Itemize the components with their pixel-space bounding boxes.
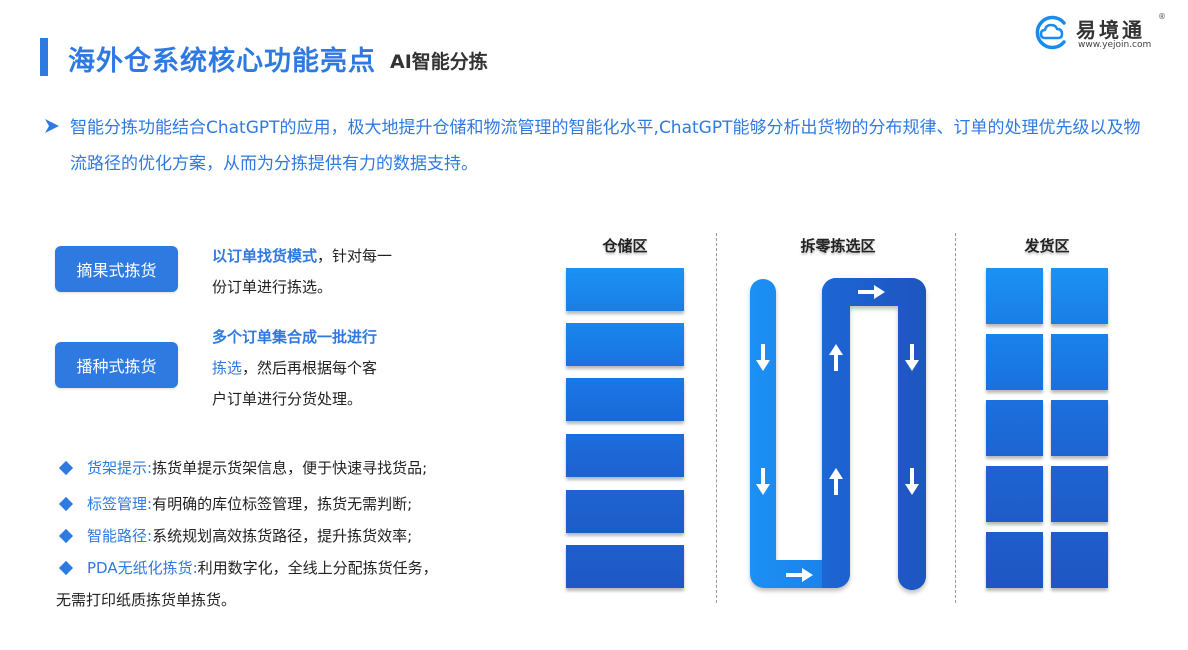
storage-rack [566, 268, 684, 311]
page-title-main: 海外仓系统核心功能亮点 [68, 45, 376, 77]
shipping-bin [986, 400, 1043, 456]
page-title: 海外仓系统核心功能亮点 AI智能分拣 [68, 38, 488, 78]
diamond-bullet-icon [58, 496, 74, 512]
zone-label-picking: 拆零拣选区 [800, 237, 876, 255]
shipping-bin [1051, 466, 1108, 522]
registered-mark: ® [1158, 12, 1166, 21]
title-accent-bar [40, 38, 48, 76]
shipping-bin [986, 268, 1043, 324]
seeding-picking-text-line3: 户订单进行分货处理。 [212, 390, 363, 408]
feature-text: 利用数字化，全线上分配拣货任务， [197, 559, 438, 577]
cloud-logo-icon [1035, 15, 1066, 50]
arrow-bullet-icon [45, 119, 59, 133]
picking-path [750, 278, 926, 590]
storage-rack [566, 378, 684, 421]
feature-key: 货架提示: [87, 459, 153, 477]
shipping-bin [1051, 268, 1108, 324]
seeding-picking-button[interactable]: 播种式拣货 [55, 342, 178, 388]
fruit-picking-text-line2: 份订单进行拣选。 [212, 278, 333, 296]
page-title-sub: AI智能分拣 [390, 50, 488, 73]
shipping-bin [1051, 334, 1108, 390]
diamond-bullet-icon [58, 460, 74, 476]
storage-rack [566, 490, 684, 533]
feature-key: 智能路径: [87, 527, 153, 545]
feature-item: PDA无纸化拣货: 利用数字化，全线上分配拣货任务， [58, 552, 518, 584]
shipping-bin [1051, 532, 1108, 588]
feature-item: 标签管理: 有明确的库位标签管理，拣货无需判断; [58, 488, 518, 520]
intro-text: 智能分拣功能结合ChatGPT的应用，极大地提升仓储和物流管理的智能化水平,Ch… [70, 118, 1141, 174]
fruit-picking-description: 以订单找货模式，针对每一 份订单进行拣选。 [212, 241, 392, 303]
shipping-bin [1051, 400, 1108, 456]
brand-name: 易境通 [1076, 18, 1145, 42]
fruit-picking-button[interactable]: 摘果式拣货 [55, 246, 178, 292]
shipping-bin [986, 334, 1043, 390]
feature-text: 系统规划高效拣货路径，提升拣货效率; [152, 527, 413, 545]
fruit-picking-highlight: 以订单找货模式 [212, 247, 318, 265]
zone-label-storage: 仓储区 [602, 237, 648, 255]
seeding-picking-highlight-2: 拣选 [212, 359, 243, 377]
feature-item: 智能路径: 系统规划高效拣货路径，提升拣货效率; [58, 520, 518, 552]
intro-paragraph: 智能分拣功能结合ChatGPT的应用，极大地提升仓储和物流管理的智能化水平,Ch… [44, 110, 1144, 182]
seeding-picking-text: ，然后再根据每个客 [242, 359, 378, 377]
feature-list: 货架提示: 拣货单提示货架信息，便于快速寻找货品; 标签管理: 有明确的库位标签… [56, 452, 518, 616]
storage-rack [566, 434, 684, 477]
zone-label-shipping: 发货区 [1024, 237, 1070, 255]
storage-rack [566, 545, 684, 588]
feature-item: 货架提示: 拣货单提示货架信息，便于快速寻找货品; [58, 452, 518, 484]
feature-text: 拣货单提示货架信息，便于快速寻找货品; [152, 459, 428, 477]
seeding-picking-highlight: 多个订单集合成一批进行 [212, 328, 378, 346]
shipping-bin [986, 466, 1043, 522]
fruit-picking-text: ，针对每一 [317, 247, 393, 265]
diamond-bullet-icon [58, 528, 74, 544]
feature-key: PDA无纸化拣货: [87, 559, 198, 577]
feature-continuation: 无需打印纸质拣货单拣货。 [56, 591, 237, 609]
brand-logo: 易境通 ® www.yejoin.com [1034, 10, 1166, 52]
zone-divider [716, 233, 717, 603]
brand-url: www.yejoin.com [1078, 40, 1152, 50]
diamond-bullet-icon [58, 560, 74, 576]
feature-text: 有明确的库位标签管理，拣货无需判断; [152, 495, 413, 513]
seeding-picking-description: 多个订单集合成一批进行 拣选，然后再根据每个客 户订单进行分货处理。 [212, 322, 377, 415]
storage-rack [566, 323, 684, 366]
shipping-bin [986, 532, 1043, 588]
zone-divider [955, 233, 956, 603]
feature-key: 标签管理: [87, 495, 153, 513]
path-arrows [756, 285, 919, 582]
